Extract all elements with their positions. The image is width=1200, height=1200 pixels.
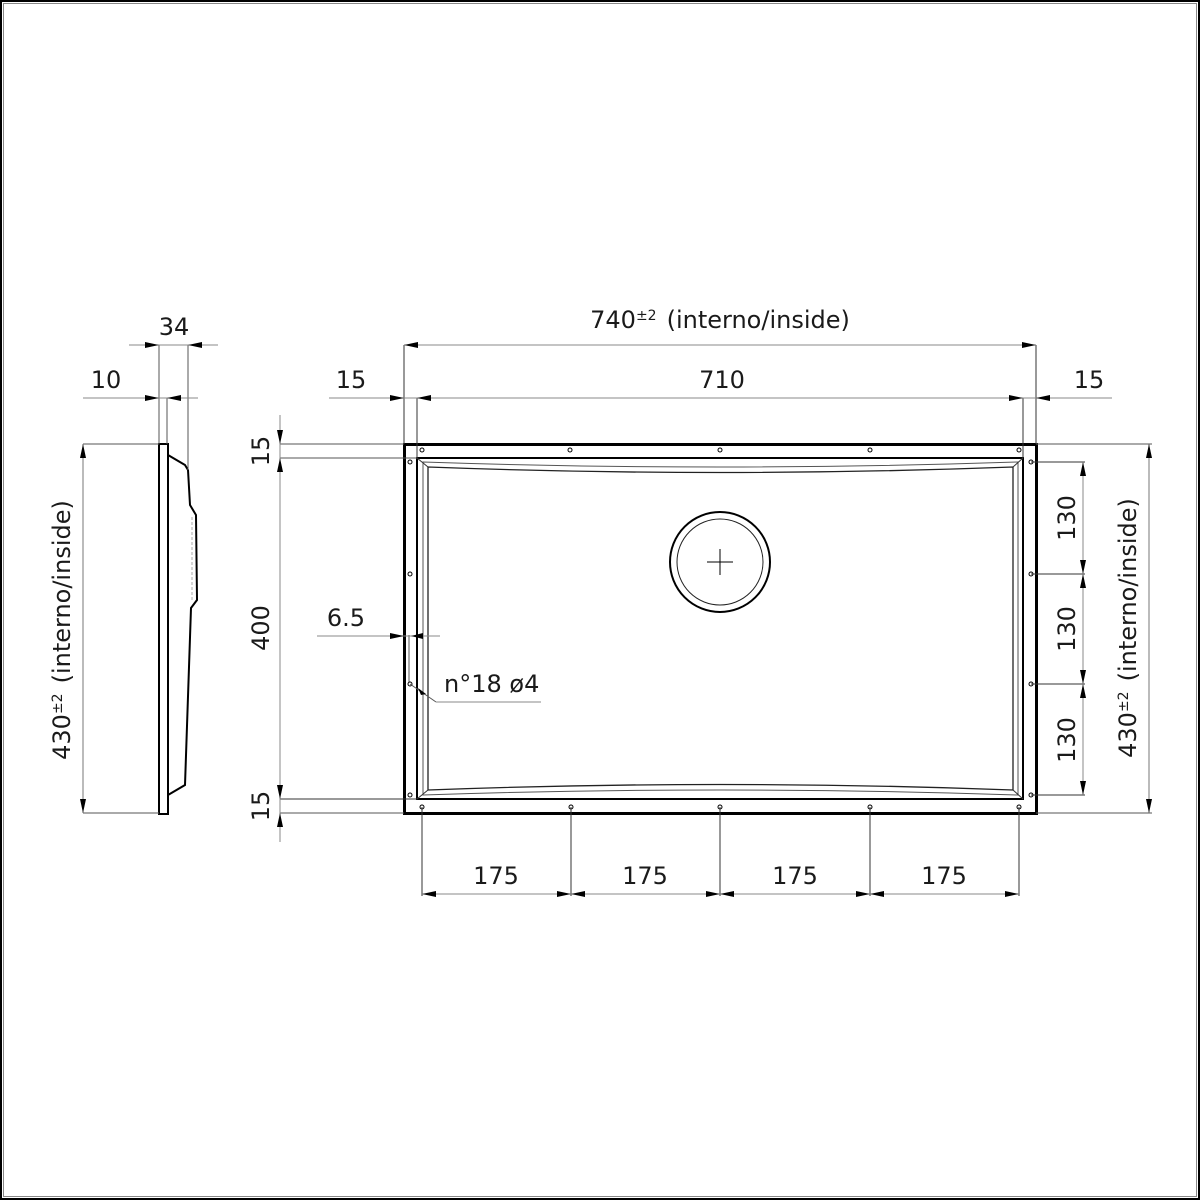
- dim-right-1: 130: [1053, 495, 1081, 541]
- dim-overall-width-tol: ±2: [636, 308, 657, 324]
- dim-bottom-1: 175: [473, 862, 519, 890]
- dim-side-wall-label: 10: [91, 366, 122, 394]
- dim-flange-bottom-label: 15: [247, 791, 275, 822]
- dim-bottom-spacing: 175 175 175 175: [421, 807, 1020, 897]
- holes-note-label: n°18 ø4: [444, 670, 539, 698]
- dim-overall-width-note: (interno/inside): [667, 306, 850, 334]
- dim-rim-offset-label: 6.5: [327, 604, 365, 632]
- fixing-holes: [407, 447, 1034, 810]
- dim-left-vertical: 15 400 15: [247, 415, 417, 842]
- dim-side-height-tol: ±2: [50, 693, 66, 714]
- dim-side-width-label: 34: [159, 313, 190, 341]
- dim-side-width: 34: [129, 313, 218, 470]
- dim-right-height-tol: ±2: [1116, 691, 1132, 712]
- dim-overall-width-value: 740: [590, 306, 636, 334]
- dim-flange-left-label: 15: [336, 366, 367, 394]
- dim-bottom-4: 175: [921, 862, 967, 890]
- drain-icon: [669, 511, 771, 613]
- svg-text:740±2(interno/inside): 740±2 (interno/inside): [590, 306, 850, 334]
- dim-side-height-value: 430: [48, 714, 76, 760]
- dim-inner-width-label: 710: [699, 366, 745, 394]
- holes-leader: n°18 ø4: [409, 670, 541, 703]
- dim-inner-width: 710 15 15: [329, 366, 1112, 458]
- dim-flange-top-label: 15: [247, 436, 275, 467]
- dim-right-2: 130: [1053, 606, 1081, 652]
- svg-text:430±2(interno/inside): 430±2 (interno/inside): [1114, 498, 1142, 758]
- dim-side-height-note: (interno/inside): [48, 500, 76, 683]
- dim-bottom-2: 175: [622, 862, 668, 890]
- dim-right-spacing: 130 130 130: [1031, 461, 1086, 796]
- dim-side-height: 430±2 (interno/inside): [48, 443, 159, 814]
- dim-right-height-value: 430: [1114, 712, 1142, 758]
- dim-flange-right-label: 15: [1074, 366, 1105, 394]
- dim-right-height: 430±2 (interno/inside): [1036, 443, 1152, 814]
- dim-side-wall: 10: [83, 366, 198, 444]
- dim-rim-offset: 6.5: [317, 604, 440, 639]
- dim-overall-width: 740±2 (interno/inside): [403, 306, 1037, 444]
- dim-right-3: 130: [1053, 717, 1081, 763]
- top-view: 740±2(interno/inside) 710 15 15: [247, 306, 1152, 897]
- dim-bottom-3: 175: [772, 862, 818, 890]
- dim-inner-height-label: 400: [247, 605, 275, 651]
- svg-text:430±2(interno/inside): 430±2 (interno/inside): [48, 500, 76, 760]
- side-view: 34 10 430±2 (interno/inside): [48, 313, 218, 815]
- dim-right-height-note: (interno/inside): [1114, 498, 1142, 681]
